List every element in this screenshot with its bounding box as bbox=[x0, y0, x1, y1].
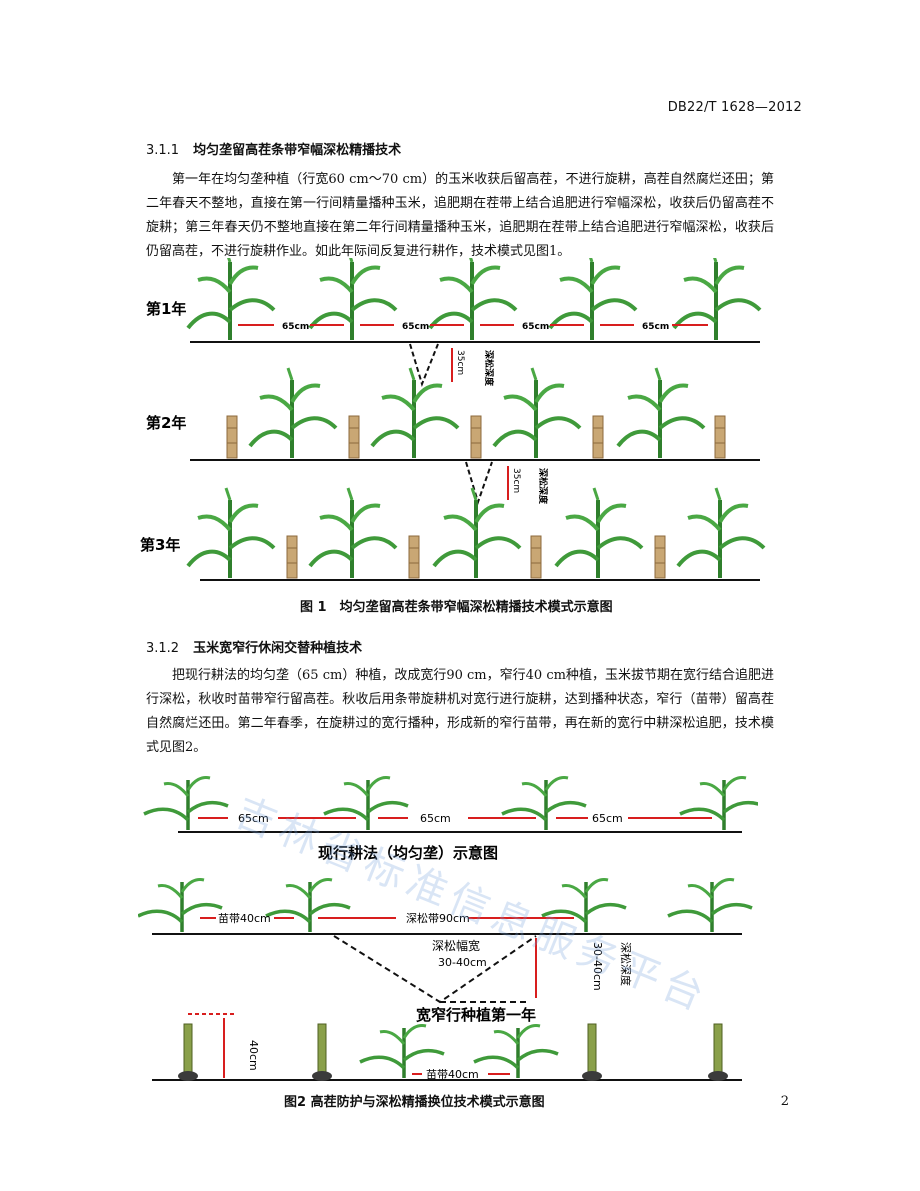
section-title: 均匀垄留高茬条带窄幅深松精播技术 bbox=[193, 143, 402, 158]
corn-plant bbox=[308, 258, 398, 342]
seedling-band-label: 苗带40cm bbox=[218, 912, 271, 925]
row-label-year-2: 第2年 bbox=[146, 414, 186, 432]
corn-plant bbox=[676, 486, 766, 580]
stubble bbox=[311, 1023, 333, 1082]
stubble bbox=[348, 415, 360, 459]
corn-plant bbox=[308, 486, 398, 580]
depth-label: 35cm bbox=[511, 468, 521, 493]
document-id: DB22/T 1628—2012 bbox=[667, 100, 802, 115]
spacing-label: 65cm bbox=[522, 322, 549, 332]
section-number: 3.1.2 bbox=[146, 641, 180, 656]
stubble bbox=[707, 1023, 729, 1082]
spacing-label: 65cm bbox=[402, 322, 429, 332]
spacing-label: 65cm bbox=[592, 812, 623, 825]
corn-plant bbox=[428, 258, 518, 342]
spacing-label: 65cm bbox=[642, 322, 669, 332]
corn-plant bbox=[666, 877, 754, 934]
stubble bbox=[286, 535, 298, 579]
corn-plant bbox=[432, 486, 522, 580]
row-label-year-3: 第3年 bbox=[140, 536, 180, 554]
stubble bbox=[581, 1023, 603, 1082]
corn-plant bbox=[678, 775, 758, 832]
section-paragraph: 第一年在均匀垄种植（行宽60 cm～70 cm）的玉米收获后留高茬，不进行旋耕，… bbox=[146, 172, 774, 259]
corn-plant bbox=[616, 366, 706, 460]
subsoil-band-label: 深松带90cm bbox=[406, 911, 470, 925]
subsoil-wedge bbox=[409, 343, 439, 388]
row-label-year-1: 第1年 bbox=[146, 300, 186, 318]
vertical-note: 深松深度 bbox=[483, 350, 495, 387]
corn-plant bbox=[186, 258, 276, 342]
stubble bbox=[408, 535, 420, 579]
subsoil-width-value: 30-40cm bbox=[438, 956, 487, 969]
figure-2-diagram: 65cm 65cm 65cm 现行耕法（均匀垄）示意图 苗带40cm 深松带90… bbox=[138, 775, 758, 1082]
stubble bbox=[470, 415, 482, 459]
corn-plant bbox=[672, 258, 762, 342]
section-number: 3.1.1 bbox=[146, 143, 180, 158]
figure-1-caption: 图 1 均匀垄留高茬条带窄幅深松精播技术模式示意图 bbox=[300, 600, 613, 615]
spacing-label: 65cm bbox=[282, 322, 309, 332]
figure-1-diagram: 第1年 65cm 65cm 65cm 65cm 35cm 深松深度 第2年 35… bbox=[140, 258, 766, 581]
corn-plant bbox=[492, 366, 582, 460]
corn-plant bbox=[248, 366, 338, 460]
stubble bbox=[226, 415, 238, 459]
corn-plant bbox=[472, 1023, 560, 1080]
section-title: 玉米宽窄行休闲交替种植技术 bbox=[193, 641, 363, 656]
corn-plant bbox=[186, 486, 276, 580]
depth-label: 35cm bbox=[455, 350, 465, 375]
stubble bbox=[592, 415, 604, 459]
seedling-band-bottom-label: 苗带40cm bbox=[426, 1068, 479, 1081]
stubble bbox=[714, 415, 726, 459]
section-heading-3-1-2: 3.1.2 玉米宽窄行休闲交替种植技术 bbox=[146, 637, 362, 656]
corn-plant bbox=[138, 877, 224, 934]
spacing-label: 65cm bbox=[420, 812, 451, 825]
corn-plant bbox=[500, 775, 588, 832]
stubble bbox=[530, 535, 542, 579]
corn-plant bbox=[264, 877, 352, 934]
stubble-height-label: 40cm bbox=[247, 1040, 260, 1071]
vertical-note: 深松深度 bbox=[537, 468, 549, 505]
figure-2-caption: 图2 高茬防护与深松精播换位技术模式示意图 bbox=[284, 1095, 545, 1110]
section-paragraph: 把现行耕法的均匀垄（65 cm）种植，改成宽行90 cm，窄行40 cm种植，玉… bbox=[146, 668, 774, 755]
corn-plant bbox=[554, 486, 644, 580]
depth-label: 深松深度 bbox=[619, 942, 633, 986]
corn-plant bbox=[370, 366, 460, 460]
subsoil-wedge bbox=[465, 461, 493, 506]
stubble bbox=[654, 535, 666, 579]
figure-2-subtitle-2: 宽窄行种植第一年 bbox=[415, 1006, 536, 1024]
stubble bbox=[177, 1023, 199, 1082]
corn-plant bbox=[142, 775, 230, 832]
corn-plant bbox=[548, 258, 638, 342]
spacing-label: 65cm bbox=[238, 812, 269, 825]
page-number: 2 bbox=[780, 1094, 789, 1109]
depth-value: 30-40cm bbox=[591, 942, 604, 991]
section-heading-3-1-1: 3.1.1 均匀垄留高茬条带窄幅深松精播技术 bbox=[146, 139, 401, 158]
subsoil-width-label: 深松幅宽 bbox=[432, 938, 480, 953]
figure-2-subtitle-1: 现行耕法（均匀垄）示意图 bbox=[318, 844, 498, 862]
